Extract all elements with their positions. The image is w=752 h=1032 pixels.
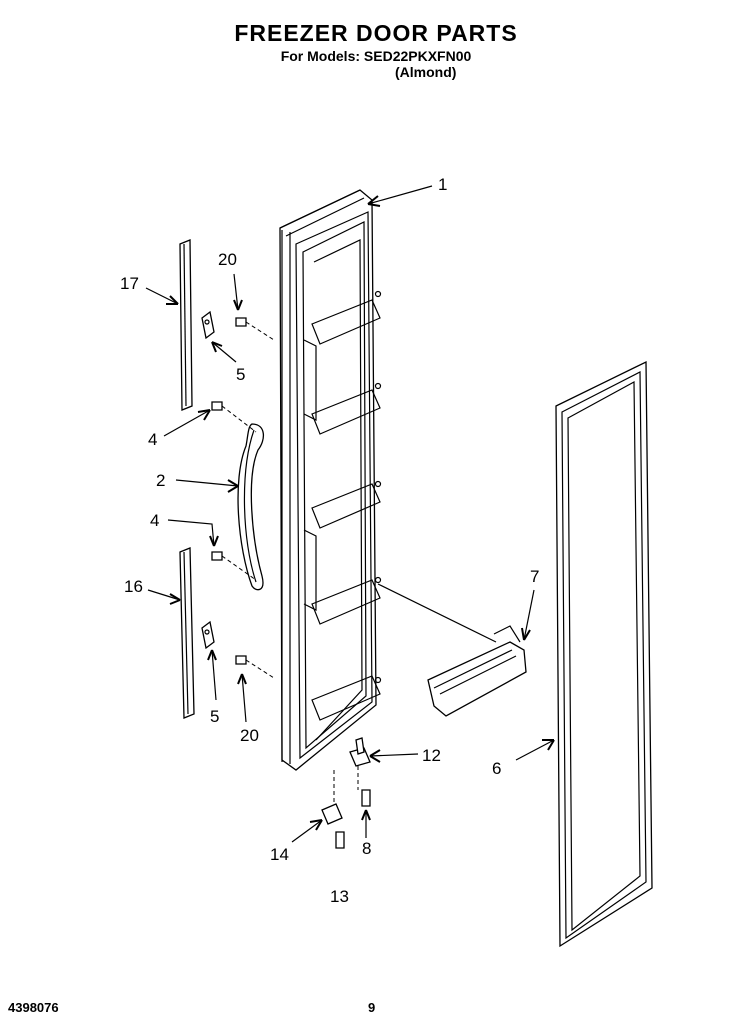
screw-4-top: [211, 401, 257, 433]
callout-8: 8: [362, 839, 371, 858]
callout-13: 13: [330, 887, 349, 906]
leader-lines: [145, 185, 555, 843]
callout-17: 17: [120, 274, 139, 293]
screw-4-bottom: [211, 551, 257, 581]
models-line: For Models: SED22PKXFN00: [280, 48, 472, 64]
door-handle-part: [237, 423, 264, 591]
door-gasket-part: [555, 360, 653, 948]
screw-13-part: [335, 831, 345, 849]
callout-5-top: 5: [236, 365, 245, 384]
trim-strip-top-part: [179, 239, 193, 411]
callout-2: 2: [156, 471, 165, 490]
callout-7: 7: [530, 567, 539, 586]
bracket-part-bottom: [201, 620, 215, 650]
trim-strip-bottom-part: [179, 547, 195, 719]
screw-20-bottom: [235, 655, 275, 679]
callout-12: 12: [422, 746, 441, 765]
callout-16: 16: [124, 577, 143, 596]
callout-14: 14: [270, 845, 289, 864]
callout-1: 1: [438, 175, 447, 194]
callout-20-top: 20: [218, 250, 237, 269]
freezer-door-part: [279, 189, 382, 771]
door-bin-part: [377, 583, 527, 717]
color-line: (Almond): [395, 64, 457, 80]
callout-4-top: 4: [148, 430, 157, 449]
callout-20-bottom: 20: [240, 726, 259, 745]
hinge-part: [349, 737, 371, 790]
callout-6: 6: [492, 759, 501, 778]
hinge-bracket-part: [321, 770, 343, 825]
hinge-screw-part: [361, 789, 371, 807]
callout-5-bottom: 5: [210, 707, 219, 726]
screw-20-top: [235, 317, 275, 341]
document-number: 4398076: [8, 1000, 59, 1015]
bracket-part-top: [201, 310, 215, 340]
page-title: FREEZER DOOR PARTS: [234, 20, 518, 46]
callout-4-bottom: 4: [150, 511, 159, 530]
page-number: 9: [368, 1000, 376, 1015]
